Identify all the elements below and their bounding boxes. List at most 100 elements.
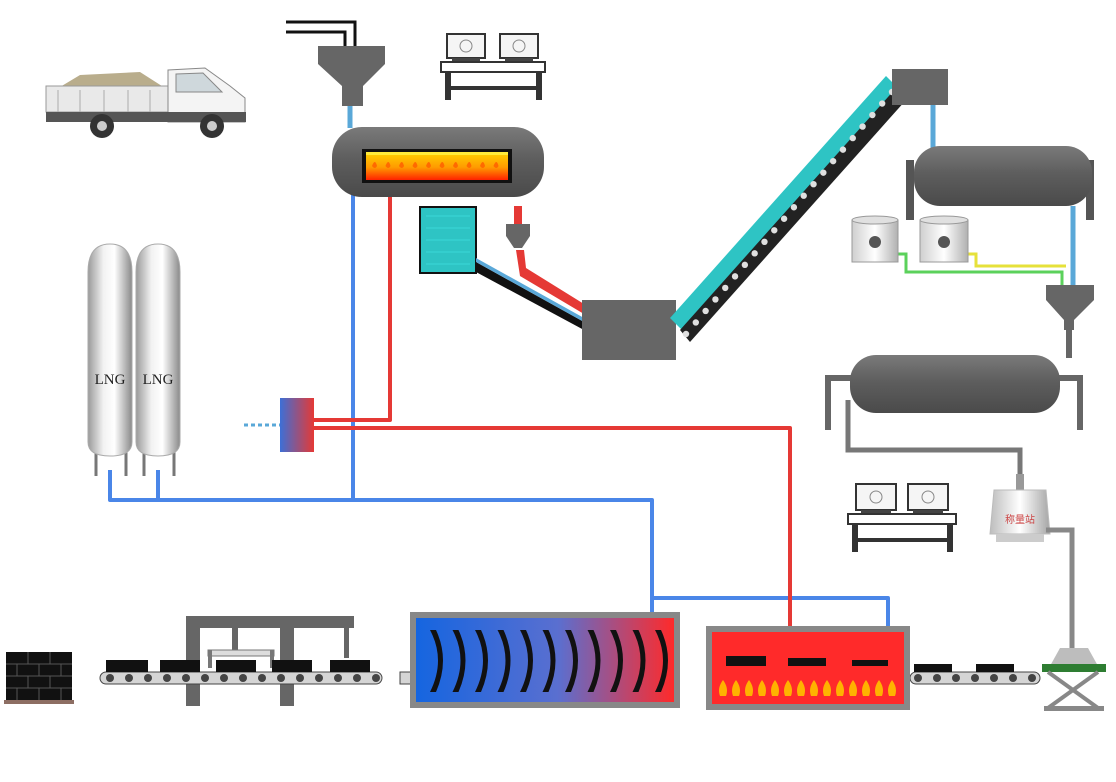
conveyor-roller <box>1028 674 1036 682</box>
flame-icon <box>453 162 458 168</box>
conveyor-roller <box>859 123 866 130</box>
burner-flames <box>372 162 499 168</box>
flame-icon <box>412 162 418 168</box>
flame-icon <box>439 162 445 168</box>
conveyor-roller <box>869 111 876 119</box>
conveyor-roller <box>849 134 856 142</box>
dryer-furnace <box>332 127 544 197</box>
flame-icon <box>493 162 499 168</box>
conveyor-roller <box>125 674 133 682</box>
control-station-bottom <box>847 483 957 552</box>
mixer-1 <box>851 215 899 263</box>
product-trays <box>106 660 1014 672</box>
flame-icon <box>888 680 896 696</box>
gas-pipeline <box>108 195 890 628</box>
conveyor-roller <box>878 100 886 107</box>
hot-air-pipeline <box>314 195 792 628</box>
conveyor-roller <box>201 674 209 682</box>
mold-segment <box>430 630 443 692</box>
flame-icon <box>480 162 485 168</box>
conveyor-roller <box>106 674 114 682</box>
conveyor-roller <box>780 215 788 222</box>
flame-icon <box>862 680 870 696</box>
conveyor-rollers <box>106 674 1036 682</box>
flame-icon <box>732 680 740 696</box>
flame-icon <box>810 680 818 696</box>
demoulding-gantry <box>186 616 354 706</box>
mold-segment <box>520 630 533 692</box>
brick-pallet-icon <box>4 652 74 704</box>
computer-monitor-icon <box>499 33 539 62</box>
conveyor-roller <box>334 674 342 682</box>
conveyor-roller <box>990 674 998 682</box>
mold-segment <box>587 630 601 692</box>
incline-rollers <box>682 88 896 338</box>
flame-icon <box>758 680 766 696</box>
flame-icon <box>466 162 472 168</box>
conveyor-roller <box>163 674 171 682</box>
conveyor-roller <box>702 307 709 315</box>
autoclave-oven <box>706 626 910 710</box>
mold-segment <box>565 630 578 692</box>
conveyor-roller <box>712 296 719 303</box>
conveyor-roller <box>771 227 778 234</box>
elevator-head <box>892 69 948 105</box>
computer-monitor-icon <box>855 483 897 514</box>
conveyor-roller <box>761 238 768 246</box>
conveyor-roller <box>277 674 285 682</box>
conveyor-roller <box>239 674 247 682</box>
lift-table <box>1042 648 1106 711</box>
conveyor-roller <box>820 169 827 176</box>
conveyor-roller <box>144 674 152 682</box>
kiln-molds <box>430 630 668 692</box>
flame-icon <box>849 680 857 696</box>
small-hopper <box>506 206 530 248</box>
conveyor-roller <box>933 674 941 682</box>
conveyor-roller <box>682 330 690 338</box>
conveyor-roller <box>839 146 847 153</box>
conveyor-roller <box>182 674 190 682</box>
conveyor-roller <box>731 273 739 280</box>
conveyor-roller <box>790 204 798 211</box>
conveyor-roller <box>220 674 228 682</box>
flame-icon <box>372 162 377 168</box>
mixer-2 <box>919 215 969 263</box>
mold-segment <box>542 630 556 692</box>
mold-segment <box>475 630 488 692</box>
weighing-station: 称量站 <box>989 474 1075 648</box>
flame-icon <box>399 162 404 168</box>
cooling-tower <box>419 206 477 274</box>
flame-icon <box>823 680 831 696</box>
conveyor-roller <box>829 157 837 165</box>
conveyor-roller <box>741 261 749 269</box>
conveyor-roller <box>952 674 960 682</box>
conveyor-roller <box>722 284 729 292</box>
computer-monitor-icon <box>907 483 949 514</box>
conveyor-roller <box>692 319 700 326</box>
flame-icon <box>784 680 792 696</box>
conveyor-roller <box>800 192 807 199</box>
mold-segment <box>632 630 646 692</box>
mold-segment <box>610 630 623 692</box>
flame-icon <box>771 680 779 696</box>
flame-icon <box>719 680 727 696</box>
conveyor-roller <box>315 674 323 682</box>
flame-icon <box>426 162 431 168</box>
conveyor-roller <box>1009 674 1017 682</box>
lng-tank-1: LNG <box>87 243 133 476</box>
feed-belt <box>476 250 584 330</box>
oven-flames <box>719 680 896 696</box>
crusher-unit <box>582 300 676 360</box>
conveyor-roller <box>372 674 380 682</box>
flame-icon <box>875 680 883 696</box>
weighing-station-label: 称量站 <box>1005 513 1035 526</box>
flame-icon <box>836 680 844 696</box>
flame-icon <box>797 680 805 696</box>
heat-exchanger <box>244 398 314 452</box>
lng-tank-2: LNG <box>135 243 181 476</box>
conveyor-roller <box>751 250 758 257</box>
distribution-hopper <box>1046 285 1094 358</box>
storage-drum-bottom <box>825 355 1083 478</box>
